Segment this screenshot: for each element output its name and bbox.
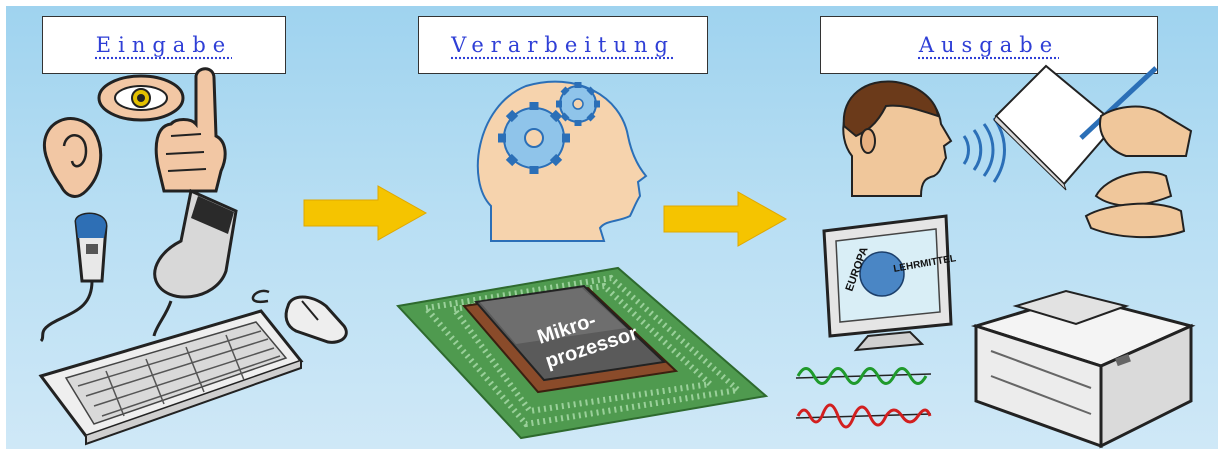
green-wave-icon (795, 367, 932, 385)
barcode-reader-icon (152, 188, 238, 337)
printer-icon (970, 289, 1196, 449)
ear-icon (42, 117, 103, 198)
diagram-canvas: Eingabe Verarbeitung Ausgabe (6, 6, 1218, 449)
arrow-input-to-processing (303, 185, 428, 241)
handheld-scanner-icon (39, 212, 108, 343)
sound-waves-icon (962, 117, 1006, 183)
eye-icon (97, 74, 185, 122)
small-gear-icon (556, 82, 600, 126)
writing-hand-icon (993, 64, 1193, 191)
microprocessor-icon: Mikro- prozessor (396, 266, 769, 440)
keyboard-icon (38, 309, 304, 446)
illustration: Mikro- prozessor (38, 64, 1196, 449)
large-gear-icon (498, 102, 570, 174)
input-label-box: Eingabe (42, 16, 286, 74)
input-link[interactable]: Eingabe (95, 33, 233, 57)
monitor-icon: EUROPA LEHRMITTEL (822, 214, 957, 352)
output-link[interactable]: Ausgabe (918, 33, 1060, 57)
mouse-icon (251, 289, 348, 344)
head-with-gears-icon (476, 80, 648, 242)
processing-label-box: Verarbeitung (418, 16, 708, 74)
open-hands-icon (1084, 171, 1186, 239)
arrow-processing-to-output (663, 191, 788, 247)
speaking-head-icon (842, 80, 1006, 197)
processing-link[interactable]: Verarbeitung (451, 33, 675, 57)
red-wave-icon (795, 403, 932, 429)
output-label-box: Ausgabe (820, 16, 1158, 74)
